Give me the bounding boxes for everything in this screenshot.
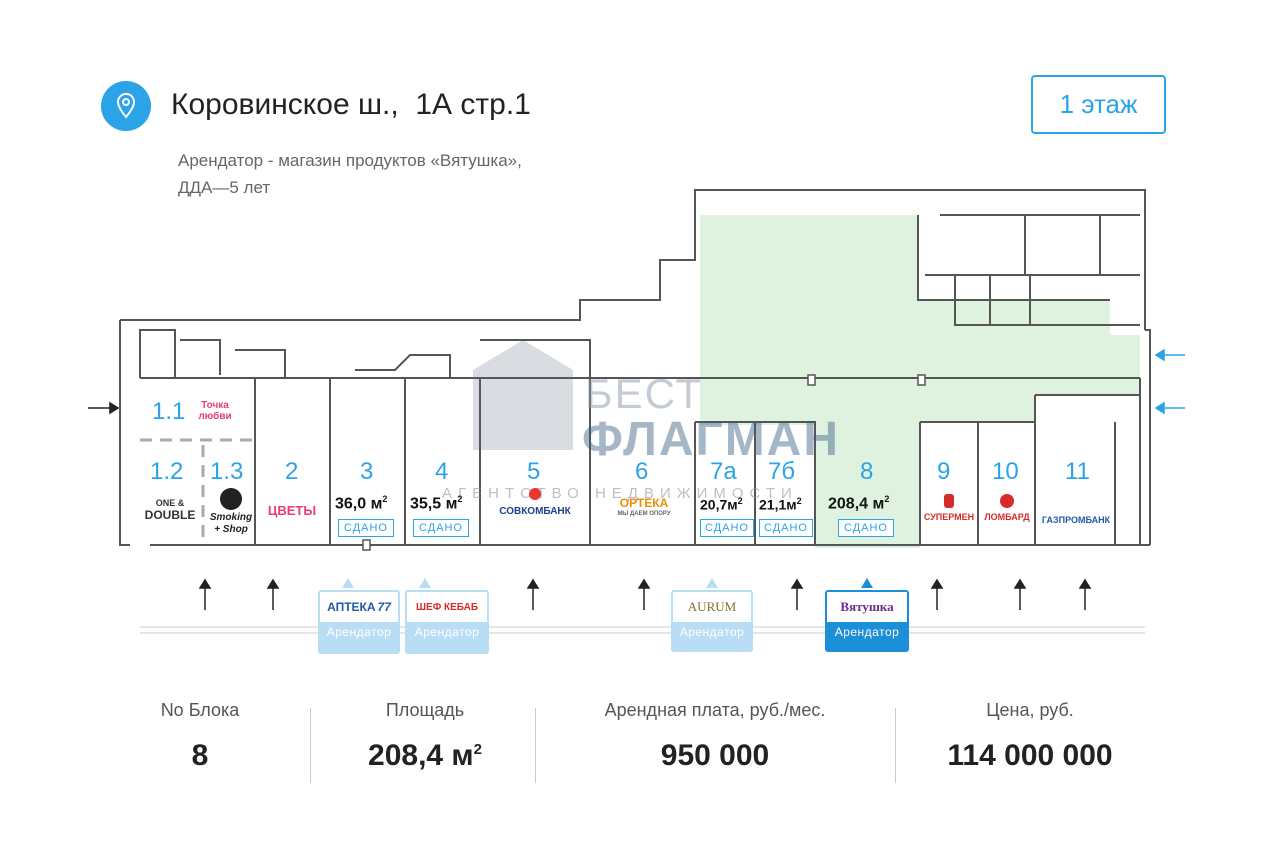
floor-button[interactable]: 1 этаж <box>1031 75 1166 134</box>
stat-rent-label: Арендная плата, руб./мес. <box>604 700 826 720</box>
watermark-logo <box>473 340 573 450</box>
stat-block: No Блока 8 <box>130 700 270 773</box>
apteka-logo-number: 77 <box>377 600 391 614</box>
block-label-8[interactable]: 8 <box>860 458 874 485</box>
block-label-4[interactable]: 4 <box>435 458 449 485</box>
address-title: Коровинское ш., 1А стр.1 <box>171 88 531 121</box>
block-4-area-unit-sup: 2 <box>457 494 463 504</box>
tenant-card-label: Арендатор <box>414 625 480 639</box>
stat-area-value-wrap: 208,4 м2 <box>340 739 510 773</box>
block-label-1-2[interactable]: 1.2 <box>150 458 184 485</box>
orteka-logo-title: ОРТЕКА <box>619 496 669 510</box>
one-double-logo: ONE & DOUBLE <box>140 497 200 521</box>
block-label-1-1[interactable]: 1.1 <box>152 398 186 425</box>
lombard-logo-text: ЛОМБАРД <box>984 512 1030 522</box>
stat-price-value: 114 000 000 <box>947 739 1113 772</box>
smoking-shop-icon <box>220 488 242 510</box>
tenant-card-label: Арендатор <box>326 625 392 639</box>
block-8-area-unit-sup: 2 <box>884 494 890 504</box>
block-label-7a[interactable]: 7а <box>710 458 737 485</box>
tenant-card-vyatushka[interactable]: Вятушка Арендатор <box>825 590 909 652</box>
smoking-shop-logo-line-2: + Shop <box>214 524 248 535</box>
watermark-line-1: БЕСТ <box>585 370 704 417</box>
stat-rent-value: 950 000 <box>660 739 770 772</box>
block-8-area-value: 208,4 м <box>828 495 885 513</box>
stat-area-value: 208,4 м <box>368 739 474 772</box>
stats-panel: No Блока 8 Площадь 208,4 м2 Арендная пла… <box>100 700 1180 790</box>
lombard-logo: ЛОМБАРД <box>980 494 1034 522</box>
stats-divider <box>535 708 536 783</box>
orteka-logo: ОРТЕКА МЫ ДАЕМ ОПОРУ <box>600 496 688 520</box>
block-3-area-value: 36,0 м <box>335 495 383 513</box>
cvety-logo: ЦВЕТЫ <box>267 503 317 518</box>
aurum-logo: AURUM <box>673 592 751 622</box>
smoking-shop-logo: Smoking + Shop <box>208 488 254 536</box>
stats-divider <box>310 708 311 783</box>
description-line-2: ДДА—5 лет <box>178 178 271 197</box>
stat-block-value: 8 <box>191 739 209 772</box>
block-label-11[interactable]: 11 <box>1065 458 1090 485</box>
superman-icon <box>944 494 954 508</box>
block-7b-rented-badge: СДАНО <box>759 519 813 537</box>
tenant-card-aurum[interactable]: AURUM Арендатор <box>671 590 753 652</box>
block-label-10[interactable]: 10 <box>992 458 1019 485</box>
vyatushka-logo: Вятушка <box>827 592 907 622</box>
block-7b-area: 21,1м2 <box>759 496 802 513</box>
superman-logo: СУПЕРМЕН <box>922 494 976 522</box>
description-line-1: Арендатор - магазин продуктов «Вятушка», <box>178 151 522 170</box>
lombard-icon <box>1000 494 1014 508</box>
sovcombank-logo-text: СОВКОМБАНК <box>499 506 571 517</box>
stat-area-unit-sup: 2 <box>473 741 482 758</box>
tenant-description: Арендатор - магазин продуктов «Вятушка»,… <box>178 147 522 201</box>
block-label-9[interactable]: 9 <box>937 458 951 485</box>
block-3-rented-badge: СДАНО <box>338 519 394 537</box>
block-8-area: 208,4 м2 <box>828 494 889 513</box>
stat-price-label: Цена, руб. <box>986 700 1074 720</box>
block-3-area-unit-sup: 2 <box>382 494 388 504</box>
orteka-logo-slogan: МЫ ДАЕМ ОПОРУ <box>617 511 671 517</box>
tochka-lyubvi-logo: Точка любви <box>198 400 232 422</box>
sovcombank-icon <box>529 488 541 500</box>
block-8-rented-badge: СДАНО <box>838 519 894 537</box>
block-label-6[interactable]: 6 <box>635 458 649 485</box>
stats-divider <box>895 708 896 783</box>
block-7b-area-value: 21,1м <box>759 496 797 513</box>
block-7b-area-unit-sup: 2 <box>796 496 802 506</box>
tenant-card-shef-kebab[interactable]: ШЕФ КЕБАБ Арендатор <box>405 590 489 654</box>
block-label-3[interactable]: 3 <box>360 458 374 485</box>
stat-rent: Арендная плата, руб./мес. 950 000 <box>570 700 860 773</box>
one-double-logo-line-1: ONE & <box>155 498 185 508</box>
apteka-logo-text: АПТЕКА <box>327 600 376 614</box>
block-label-2[interactable]: 2 <box>285 458 299 485</box>
block-7a-rented-badge: СДАНО <box>700 519 754 537</box>
watermark-line-2: ФЛАГМАН <box>582 413 841 466</box>
stat-area-label: Площадь <box>385 700 465 720</box>
location-pin-icon <box>101 81 151 131</box>
stat-block-label: No Блока <box>160 700 240 720</box>
superman-logo-text: СУПЕРМЕН <box>923 512 975 522</box>
block-7a-area-unit-sup: 2 <box>737 496 743 506</box>
block-3-area: 36,0 м2 <box>335 494 387 513</box>
block-label-7b[interactable]: 7б <box>768 458 796 485</box>
block-label-1-3[interactable]: 1.3 <box>210 458 244 485</box>
one-double-logo-line-2: DOUBLE <box>144 508 196 522</box>
stat-price: Цена, руб. 114 000 000 <box>920 700 1140 773</box>
block-label-5[interactable]: 5 <box>527 458 541 485</box>
tenant-card-label: Арендатор <box>834 625 900 639</box>
block-7a-area-value: 20,7м <box>700 496 738 513</box>
block-7a-area: 20,7м2 <box>700 496 743 513</box>
block-4-area-value: 35,5 м <box>410 495 458 513</box>
shef-kebab-logo: ШЕФ КЕБАБ <box>407 592 487 622</box>
tenant-card-label: Арендатор <box>679 625 745 639</box>
smoking-shop-logo-line-1: Smoking <box>209 512 253 523</box>
sovcombank-logo: СОВКОМБАНК <box>492 488 578 517</box>
gazprombank-logo: ГАЗПРОМБАНК <box>1041 515 1111 525</box>
block-4-area: 35,5 м2 <box>410 494 462 513</box>
stat-area: Площадь 208,4 м2 <box>340 700 510 773</box>
block-4-rented-badge: СДАНО <box>413 519 469 537</box>
